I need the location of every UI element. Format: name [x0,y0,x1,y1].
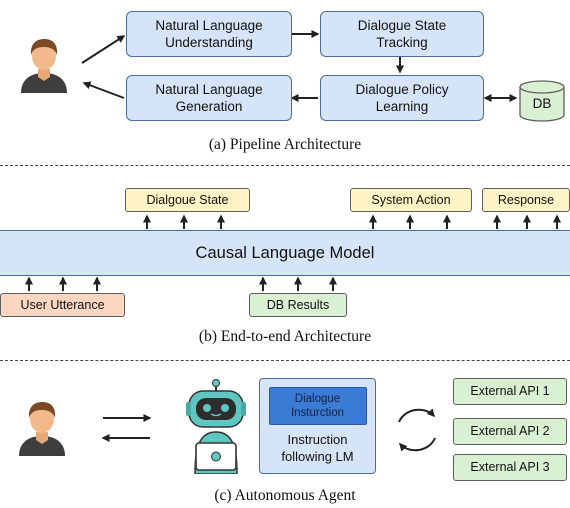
external-api-1-label: External API 1 [470,384,550,398]
external-api-3: External API 3 [453,454,567,481]
system-action-box: System Action [350,188,472,212]
system-action-label: System Action [371,192,451,207]
nlg-box: Natural Language Generation [126,75,292,121]
user-utterance-box: User Utterance [0,293,125,317]
dialogue-state-box: Dialgoue State [125,188,250,212]
user-icon [17,400,67,456]
instruction-lm-box: Dialogue Insturction Instruction followi… [259,378,376,474]
caption-end-to-end: (b) End-to-end Architecture [198,328,372,345]
robot-icon [183,378,249,475]
dialogue-state-label: Dialgoue State [146,192,229,207]
laptop-icon [195,442,237,471]
divider-2 [0,360,570,361]
divider-1 [0,165,570,166]
cycle-arrows-icon [398,408,436,452]
output-arrows [143,214,561,229]
user-utterance-label: User Utterance [20,297,105,312]
instruction-lm-label: Instruction following LM [281,432,354,464]
causal-lm-box: Causal Language Model [0,230,570,276]
response-label: Response [497,192,555,207]
arrow-user-to-nlu [81,35,126,64]
caption-agent: (c) Autonomous Agent [214,487,356,504]
user-icon [19,37,69,93]
response-box: Response [482,188,570,212]
db-results-label: DB Results [266,297,330,312]
caption-pipeline: (a) Pipeline Architecture [208,136,362,153]
db-results-box: DB Results [249,293,347,317]
dialogue-instruction-label: Dialogue Insturction [290,393,345,419]
input-arrows [25,276,337,291]
nlu-label: Natural Language Understanding [155,18,263,50]
causal-lm-label: Causal Language Model [195,243,375,262]
dst-label: Dialogue State Tracking [357,18,447,50]
nlu-box: Natural Language Understanding [126,11,292,57]
external-api-2-label: External API 2 [470,424,550,438]
database-icon: DB [518,80,566,122]
external-api-3-label: External API 3 [470,460,550,474]
dst-box: Dialogue State Tracking [320,11,484,57]
policy-label: Dialogue Policy Learning [355,82,449,114]
external-api-1: External API 1 [453,378,567,405]
arrow-nlg-to-user [82,81,125,99]
db-label: DB [532,96,552,111]
external-api-2: External API 2 [453,418,567,445]
dialogue-instruction-box: Dialogue Insturction [268,387,367,425]
policy-box: Dialogue Policy Learning [320,75,484,121]
nlg-label: Natural Language Generation [155,82,263,114]
